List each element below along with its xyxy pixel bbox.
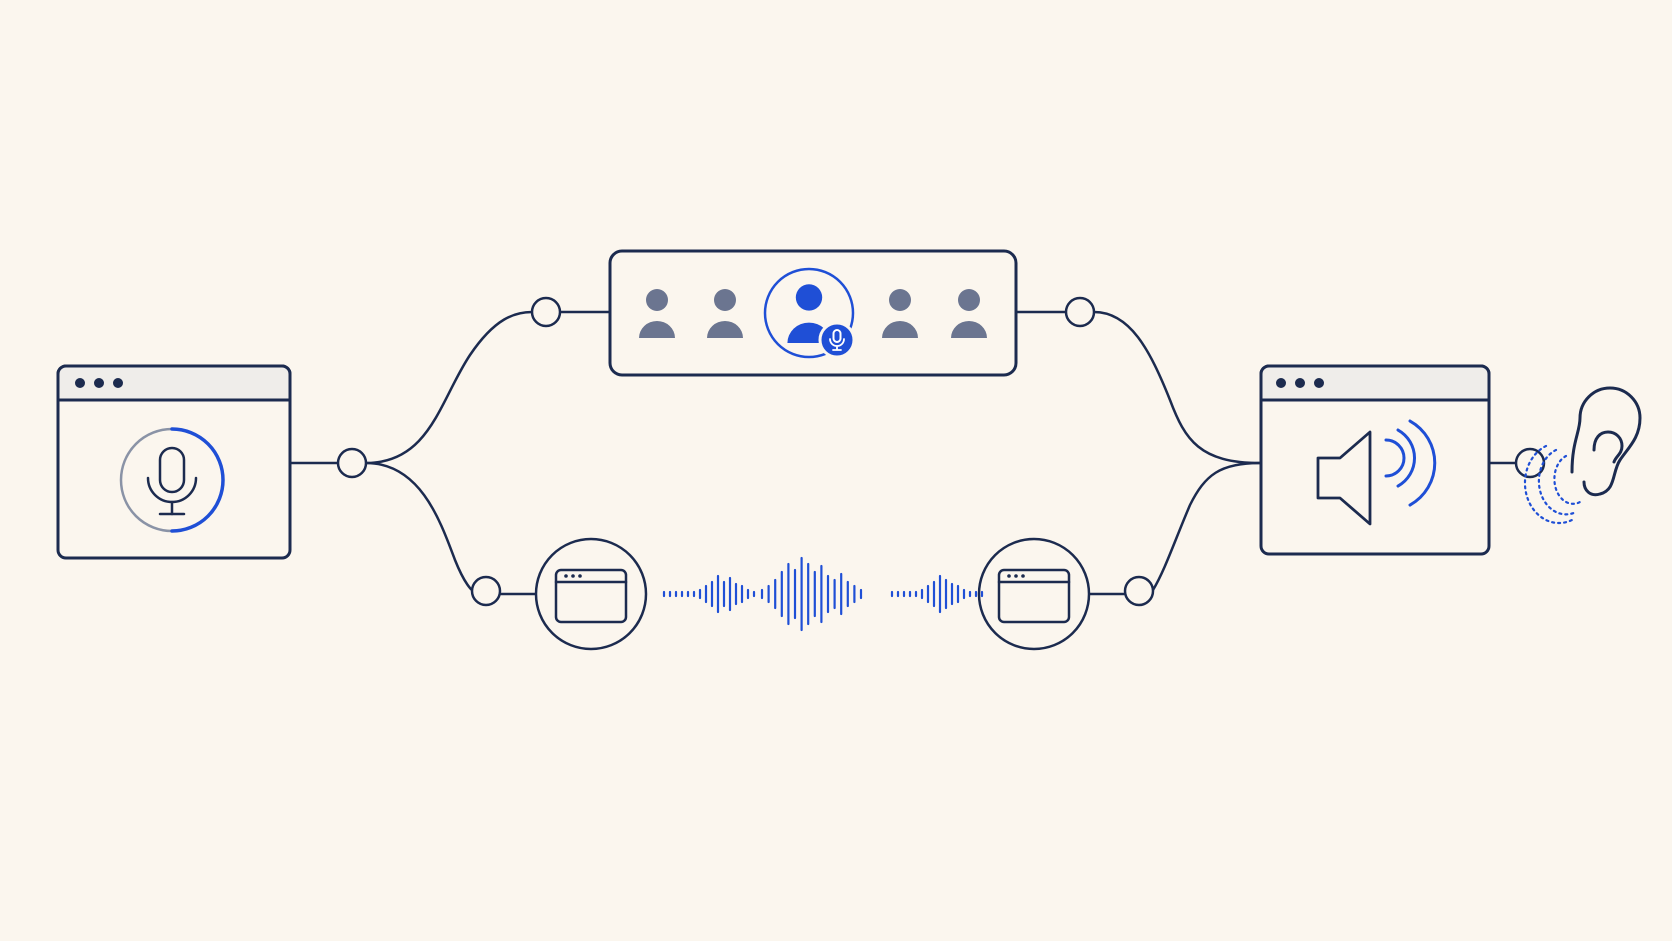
active-speaker-ring — [763, 267, 855, 359]
microphone-icon — [818, 321, 856, 359]
window-dot — [1314, 378, 1324, 388]
ear-icon — [1570, 386, 1642, 497]
window-dot — [1276, 378, 1286, 388]
window-dot — [94, 378, 104, 388]
junction-node — [530, 296, 562, 328]
window-dot — [113, 378, 123, 388]
browser-window-icon — [997, 568, 1071, 624]
sender-window — [56, 364, 292, 560]
window-dot — [75, 378, 85, 388]
person-icon — [951, 289, 987, 338]
window-dot — [1295, 378, 1305, 388]
sound-wave — [1384, 438, 1406, 478]
participant — [882, 289, 918, 338]
participant — [639, 289, 675, 338]
browser-window-icon — [554, 568, 628, 624]
junction-node — [470, 575, 502, 607]
edge-junction-to-upper — [364, 310, 534, 465]
edge-upper-right-to-receiver — [1092, 310, 1262, 465]
receiver-window — [1259, 364, 1491, 556]
participant-active — [763, 267, 856, 359]
person-icon — [639, 289, 675, 338]
speaker-icon — [1316, 419, 1437, 526]
mic-level-ring — [170, 427, 225, 533]
peer-window-left — [534, 537, 648, 651]
participants-panel — [608, 249, 1018, 377]
audio-waveform — [662, 556, 984, 632]
junction-node — [336, 447, 368, 479]
sound-arcs — [1523, 444, 1582, 525]
connectors — [288, 310, 1518, 596]
person-icon — [707, 289, 743, 338]
sound-wave — [1408, 419, 1437, 507]
person-icon — [882, 289, 918, 338]
junction-nodes — [336, 296, 1546, 607]
junction-node — [1123, 575, 1155, 607]
microphone-icon — [146, 446, 198, 516]
junction-node — [1064, 296, 1096, 328]
participant — [951, 289, 987, 338]
edge-lower-right-to-receiver — [1151, 461, 1262, 592]
participant — [707, 289, 743, 338]
peer-window-right — [977, 537, 1091, 651]
listener — [1523, 386, 1642, 525]
participant-list — [639, 267, 987, 359]
sound-wave — [1396, 428, 1416, 488]
edge-junction-to-lower — [364, 461, 474, 592]
